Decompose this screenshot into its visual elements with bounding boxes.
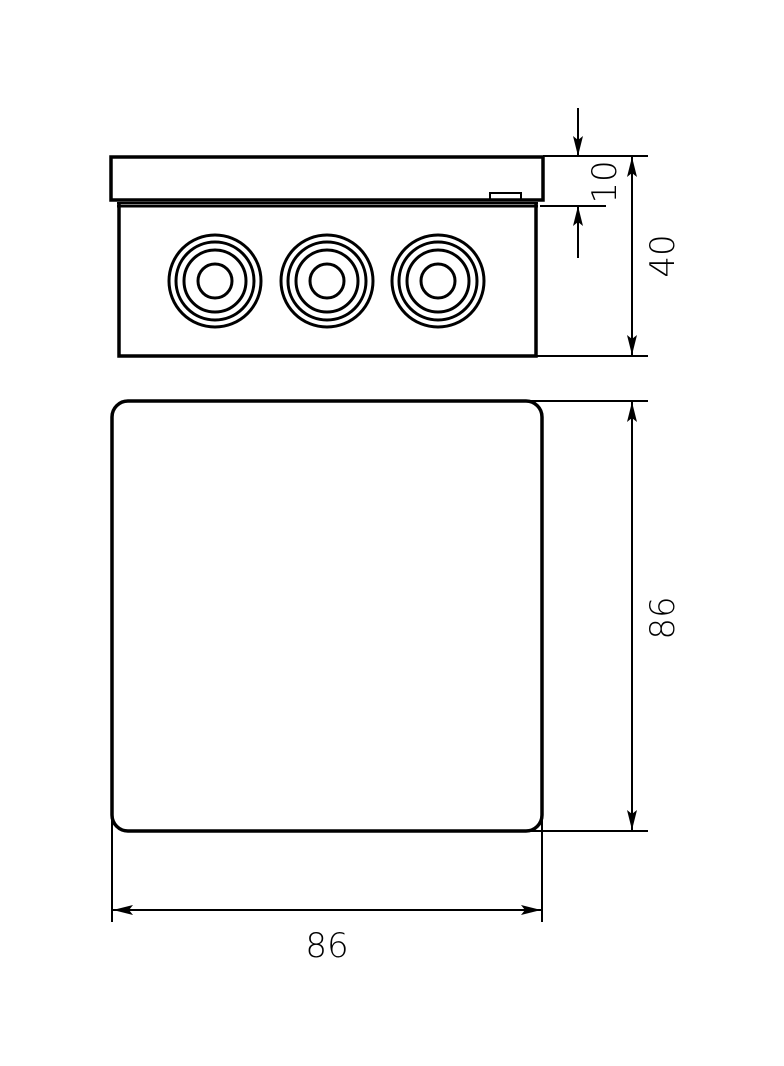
dimension-label-lid-height: 10 xyxy=(585,160,625,203)
cable-gland-3 xyxy=(390,233,486,329)
latch-tab xyxy=(489,192,522,201)
cable-gland-2 xyxy=(279,233,375,329)
dimension-label-width: 86 xyxy=(305,926,348,966)
lid xyxy=(109,155,545,202)
dimension-width xyxy=(111,820,543,922)
dimension-total-height xyxy=(536,157,648,357)
dimension-label-depth: 86 xyxy=(643,596,683,639)
box-body xyxy=(117,203,538,358)
dimension-depth xyxy=(530,400,648,832)
side-view xyxy=(109,155,545,358)
cable-gland-1 xyxy=(167,233,263,329)
dimension-lid-height xyxy=(540,108,648,258)
dimension-label-total-height: 40 xyxy=(643,234,683,277)
top-view xyxy=(110,399,544,833)
